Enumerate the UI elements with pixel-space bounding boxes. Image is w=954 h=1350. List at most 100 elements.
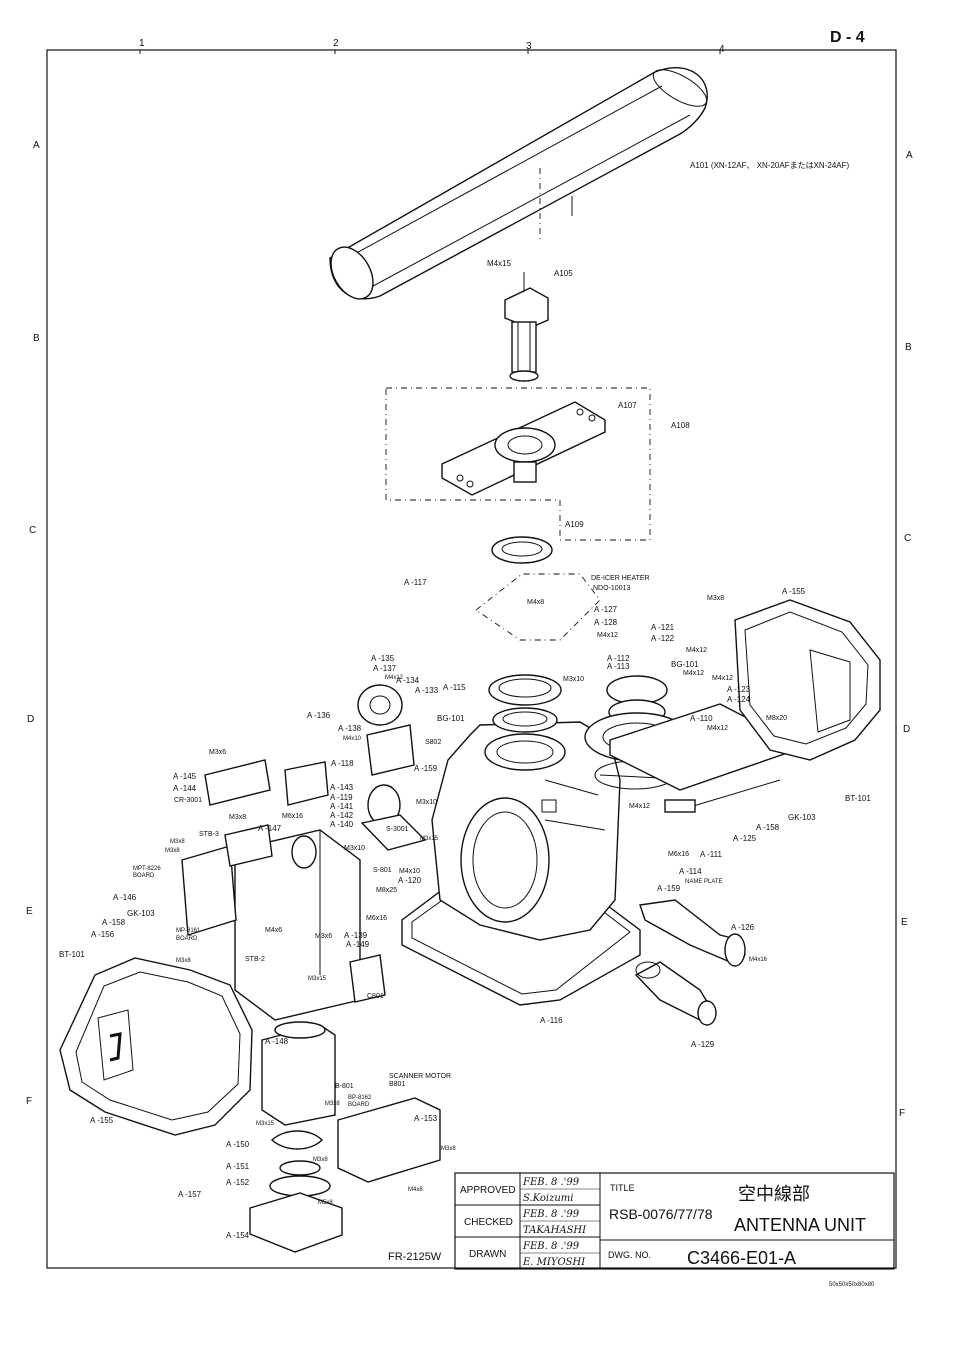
magnetron-a129	[634, 961, 717, 1026]
label-a142: A -142	[330, 811, 354, 820]
label-a121: A -121	[651, 623, 675, 632]
label-a113: A -113	[607, 662, 630, 671]
label-a108: A108	[671, 421, 690, 430]
label-a115: A -115	[443, 683, 466, 692]
label-m3x15c: M3x15	[256, 1121, 275, 1127]
dwg-label: DWG. NO.	[608, 1250, 651, 1260]
label-m4x10b: M4x10	[399, 868, 420, 875]
dwg-number: C3466-E01-A	[687, 1248, 796, 1268]
label-m3x8c: M3x8	[170, 839, 185, 845]
label-m4x12e: M4x12	[385, 675, 404, 681]
label-a145: A -145	[173, 772, 197, 781]
model-number: RSB-0076/77/78	[609, 1206, 713, 1222]
label-a140: A -140	[330, 820, 354, 829]
label-a146: A -146	[113, 893, 137, 902]
row-ref-e-right: E	[901, 917, 908, 928]
label-a116: A -116	[540, 1016, 563, 1025]
bearing-rings-a115	[488, 674, 562, 733]
approved-label: APPROVED	[460, 1185, 516, 1196]
row-ref-f-left: F	[26, 1096, 32, 1107]
label-a111: A -111	[700, 850, 722, 859]
label-mpt8226: MPT-8226	[133, 866, 161, 872]
label-m3x8h: M3x8	[441, 1146, 456, 1152]
col-ref-4: 4	[719, 44, 725, 55]
label-m8x20: M8x20	[766, 715, 787, 722]
label-m6x16a: M6x16	[282, 813, 303, 820]
fr-model-label: FR-2125W	[388, 1251, 442, 1263]
label-name-plate: NAME PLATE	[685, 879, 723, 885]
label-s801: S-801	[373, 867, 392, 874]
label-a135: A -135	[371, 654, 395, 663]
label-bp8162: BP-8162	[348, 1095, 372, 1101]
label-a159-bottom: A -159	[657, 884, 681, 893]
label-cr3001: CR-3001	[174, 797, 202, 804]
col-ref-3: 3	[526, 41, 532, 52]
label-a150: A -150	[226, 1140, 250, 1149]
label-a133: A -133	[415, 686, 439, 695]
label-a156: A -156	[91, 930, 115, 939]
checked-date: FEB. 8 .'99	[522, 1209, 580, 1220]
cover-a155-left	[59, 957, 253, 1136]
label-a151: A -151	[226, 1162, 250, 1171]
label-a129: A -129	[691, 1040, 715, 1049]
label-a123: A -123	[727, 685, 751, 694]
label-c801: C801	[367, 993, 384, 1000]
row-ref-e-left: E	[26, 906, 33, 917]
seal-ring-a109	[491, 536, 553, 564]
label-a157: A -157	[178, 1190, 202, 1199]
row-ref-d-left: D	[27, 714, 34, 725]
label-a158-left: A -158	[102, 918, 126, 927]
page-id: D - 4	[830, 29, 865, 46]
label-a137: A -137	[373, 664, 397, 673]
label-a122: A -122	[651, 634, 675, 643]
title-block	[454, 1172, 895, 1270]
label-a101: A101 (XN-12AF、 XN-20AFまたはXN-24AF)	[690, 161, 849, 170]
col-ref-2: 2	[333, 38, 339, 49]
bracket-a111	[609, 703, 791, 813]
label-m5x8: M5x8	[318, 1200, 333, 1206]
label-s3001: S-3001	[386, 826, 409, 833]
label-stb2: STB-2	[245, 956, 265, 963]
label-scanner-motor: SCANNER MOTOR	[389, 1073, 451, 1080]
column-refs: 1 2 3 4	[139, 38, 725, 55]
label-a118: A -118	[331, 759, 354, 768]
label-bg101-center: BG-101	[437, 714, 465, 723]
label-bg101-right: BG-101	[671, 660, 699, 669]
label-m8x25: M8x25	[376, 887, 397, 894]
label-a155-right: A -155	[782, 587, 806, 596]
row-ref-c-right: C	[904, 533, 911, 544]
label-board-mp: BOARD	[176, 936, 198, 942]
label-m4x12d: M4x12	[712, 675, 733, 682]
label-a159-top: A -159	[414, 764, 438, 773]
label-a110: A -110	[690, 714, 713, 723]
label-m3x15a: M3x15	[420, 836, 439, 842]
row-ref-d-right: D	[903, 724, 910, 735]
label-m4x12g: M4x12	[629, 803, 650, 810]
drawn-label: DRAWN	[469, 1249, 506, 1260]
footer-code: 50x50x50x80x80	[829, 1282, 875, 1288]
label-a107: A107	[618, 401, 637, 410]
label-a149: A -149	[346, 940, 370, 949]
label-m3x15b: M3x15	[308, 976, 327, 982]
label-a152: A -152	[226, 1178, 250, 1187]
label-m4x8b: M4x8	[408, 1187, 423, 1193]
label-a153: A -153	[414, 1114, 438, 1123]
label-a112: A -112	[607, 654, 630, 663]
label-m3x8a: M3x8	[707, 595, 724, 602]
label-gk103-right: GK-103	[788, 813, 816, 822]
rotary-joint-a105	[504, 272, 549, 382]
checked-label: CHECKED	[464, 1217, 513, 1228]
row-refs-right: A B C D E F	[899, 150, 913, 1119]
label-a136: A -136	[307, 711, 331, 720]
label-m3x8f: M3x8	[325, 1101, 340, 1107]
label-m3x10c: M3x10	[344, 845, 365, 852]
row-refs-left: A B C D E F	[26, 140, 40, 1107]
label-m6x16c: M6x16	[366, 915, 387, 922]
drawn-name: E. MIYOSHI	[522, 1257, 586, 1268]
label-m4x15: M4x15	[487, 259, 512, 268]
label-m3x8b: M3x8	[229, 814, 246, 821]
title-jp: 空中線部	[738, 1184, 810, 1204]
label-gk103-left: GK-103	[127, 909, 155, 918]
row-ref-f-right: F	[899, 1108, 905, 1119]
